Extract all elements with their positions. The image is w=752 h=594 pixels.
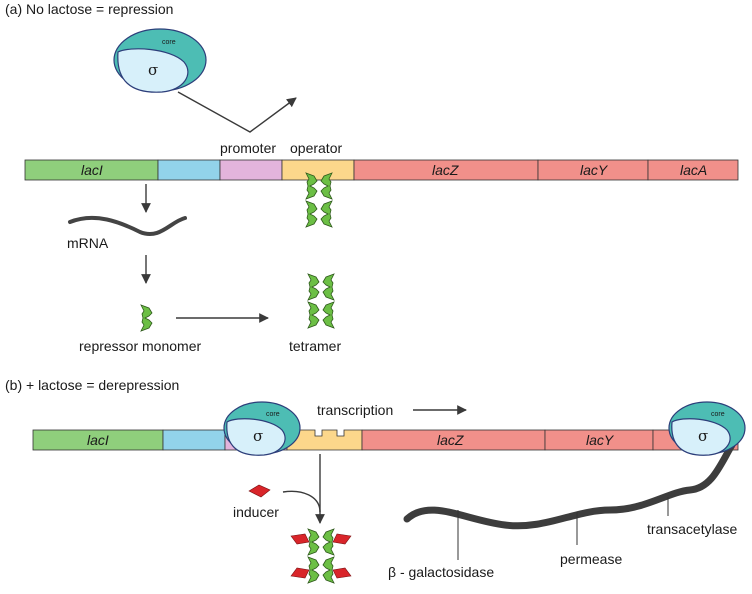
core-label: core xyxy=(162,39,176,46)
sigma-label: σ xyxy=(253,427,263,445)
polycistronic-mrna xyxy=(403,441,736,530)
monomer-label: repressor monomer xyxy=(79,338,201,354)
dna-operon-a: lacI lacZ lacY lacA xyxy=(24,159,739,181)
operator-label: operator xyxy=(290,140,342,156)
sigma-label: σ xyxy=(148,61,158,79)
inducer-join-line xyxy=(282,490,321,513)
binding-arrow xyxy=(177,91,297,133)
rna-polymerase-promoter: core σ xyxy=(223,401,301,456)
lacY-label: lacY xyxy=(580,162,609,178)
rna-polymerase-transcribing: core σ xyxy=(668,401,746,456)
spacer-segment xyxy=(162,429,226,451)
repressor-monomer xyxy=(140,304,153,332)
bound-repressor-tetramer xyxy=(306,173,332,227)
mrna-strand xyxy=(68,215,187,236)
inactive-repressor-complex xyxy=(290,529,352,583)
bound-inducer xyxy=(290,533,310,545)
lacI-label: lacI xyxy=(87,432,109,448)
bound-inducer xyxy=(332,533,352,545)
sigma-label: σ xyxy=(698,427,708,445)
core-label: core xyxy=(711,411,725,418)
free-repressor-tetramer xyxy=(308,274,334,328)
lacZ-label: lacZ xyxy=(432,162,459,178)
dna-operon-b: lacI lacZ lacY xyxy=(32,429,739,451)
bound-inducer xyxy=(290,567,310,579)
beta-gal-label: β - galactosidase xyxy=(388,564,494,580)
inducer-molecule xyxy=(248,484,271,498)
bound-inducer xyxy=(332,567,352,579)
lacY-label: lacY xyxy=(586,432,615,448)
lacZ-label: lacZ xyxy=(437,432,464,448)
promoter-label: promoter xyxy=(220,140,276,156)
rna-polymerase-a: core σ xyxy=(113,28,207,93)
lacI-label: lacI xyxy=(81,162,103,178)
transacetylase-label: transacetylase xyxy=(647,521,737,537)
transcription-label: transcription xyxy=(317,402,393,418)
operator-segment xyxy=(281,159,355,181)
panel-b-title: (b) + lactose = derepression xyxy=(5,377,179,393)
core-label: core xyxy=(266,411,280,418)
tetramer-label: tetramer xyxy=(289,338,341,354)
lacA-segment xyxy=(647,159,739,181)
inducer-label: inducer xyxy=(233,504,279,520)
panel-a-title: (a) No lactose = repression xyxy=(5,1,173,17)
promoter-segment xyxy=(219,159,283,181)
permease-label: permease xyxy=(560,551,622,567)
mrna-label: mRNA xyxy=(67,235,109,251)
spacer-segment xyxy=(157,159,221,181)
lacA-label: lacA xyxy=(680,162,707,178)
